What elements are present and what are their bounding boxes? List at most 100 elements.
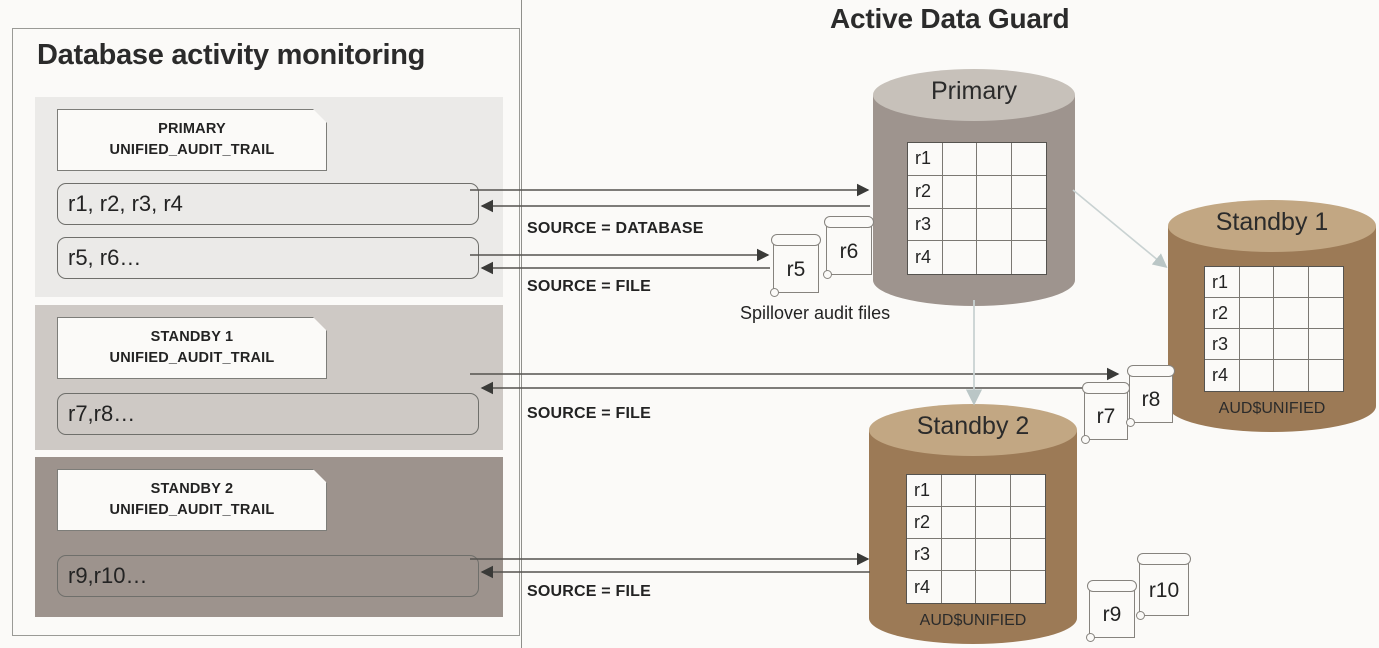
spillover-audit-files-caption: Spillover audit files — [740, 303, 891, 323]
table-cell: r1 — [907, 475, 942, 507]
audit-file-label: r7 — [1096, 405, 1116, 428]
page-title: Database activity monitoring — [37, 39, 426, 71]
table-cell — [977, 143, 1012, 176]
tab-label-primary-line2: UNIFIED_AUDIT_TRAIL — [109, 142, 275, 158]
scroll-corner-icon — [770, 288, 779, 297]
scroll-corner-icon — [1126, 418, 1135, 427]
scroll-corner-icon — [823, 270, 832, 279]
connector-label-standby1-file: SOURCE = FILE — [527, 405, 651, 422]
table-cell — [1010, 507, 1045, 539]
connector-label-standby2-file: SOURCE = FILE — [527, 583, 651, 600]
table-cell — [1308, 267, 1343, 298]
table-cell: r4 — [908, 241, 943, 274]
audit-file-r7: r7 — [1081, 382, 1130, 444]
panel-standby2-audit-trail: STANDBY 2 UNIFIED_AUDIT_TRAIL r9,r10… — [35, 457, 503, 617]
table-cell — [977, 241, 1012, 274]
scroll-curl-icon — [1087, 580, 1137, 592]
row-box-primary-2: r5, r6… — [57, 237, 479, 279]
table-cell: r4 — [1205, 360, 1240, 391]
vertical-divider — [521, 0, 522, 648]
scroll-curl-icon — [1137, 553, 1191, 565]
database-activity-monitoring-panel: Database activity monitoring PRIMARY UNI… — [12, 28, 520, 636]
tab-label-primary-line1: PRIMARY — [158, 120, 226, 137]
panel-primary-audit-trail: PRIMARY UNIFIED_AUDIT_TRAIL r1, r2, r3, … — [35, 97, 503, 297]
row-box-standby1-1: r7,r8… — [57, 393, 479, 435]
connector-label-primary-file: SOURCE = FILE — [527, 278, 651, 295]
table-cell — [977, 175, 1012, 209]
scroll-corner-icon — [1136, 611, 1145, 620]
database-name-primary: Primary — [930, 77, 1018, 105]
table-cell: r2 — [1205, 298, 1240, 329]
scroll-curl-icon — [771, 234, 821, 246]
table-cell — [1274, 298, 1309, 329]
cylinder-top-standby2 — [869, 404, 1077, 456]
audit-file-label: r8 — [1141, 388, 1161, 411]
table-cell: r3 — [907, 539, 942, 571]
table-cell — [1011, 571, 1046, 603]
table-cell — [976, 539, 1011, 571]
table-cell — [942, 175, 977, 209]
scroll-curl-icon — [1082, 382, 1130, 394]
table-cell — [942, 208, 977, 242]
table-cell — [1274, 329, 1309, 360]
tab-label-standby2-line1: STANDBY 2 — [150, 480, 234, 497]
table-cell — [942, 143, 977, 176]
table-grid-standby1: r1 r2 r3 r4 — [1204, 266, 1344, 392]
table-grid-primary: r1 r2 r3 r4 — [907, 142, 1047, 275]
table-cell: r4 — [907, 571, 942, 603]
wire-primary-database — [470, 183, 870, 213]
row-box-primary-1: r1, r2, r3, r4 — [57, 183, 479, 225]
connector-label-primary-database: SOURCE = DATABASE — [527, 220, 704, 237]
database-cylinder-standby1: Standby 1 AUD$UNIFIED r1 r2 r3 r4 — [1168, 200, 1376, 432]
scroll-curl-icon — [824, 216, 874, 228]
database-cylinder-primary: Primary r1 r2 r3 r4 — [873, 69, 1075, 306]
tab-label-standby1-line1: STANDBY 1 — [150, 328, 234, 345]
table-cell — [941, 539, 976, 571]
database-cylinder-standby2: Standby 2 AUD$UNIFIED r1 r2 r3 r4 — [869, 404, 1077, 644]
table-cell — [1012, 241, 1047, 274]
database-name-standby1: Standby 1 — [1215, 208, 1329, 236]
table-cell — [941, 475, 976, 507]
wire-replication-standby1 — [1072, 189, 1168, 269]
table-cell — [976, 475, 1011, 507]
table-cell — [1010, 475, 1045, 507]
table-cell: r1 — [908, 143, 943, 176]
table-cell — [976, 507, 1011, 539]
wire-standby2-file — [470, 552, 870, 579]
table-cell — [1239, 298, 1274, 329]
table-cell — [1011, 209, 1046, 242]
audit-file-r10: r10 — [1136, 553, 1191, 620]
database-footer-standby1: AUD$UNIFIED — [1218, 400, 1326, 417]
tab-label-primary: PRIMARY UNIFIED_AUDIT_TRAIL — [57, 109, 327, 171]
table-cell — [1239, 267, 1274, 298]
scroll-corner-icon — [1081, 435, 1090, 444]
table-cell — [1010, 539, 1045, 571]
cylinder-top-primary — [873, 69, 1075, 121]
cylinder-top-standby1 — [1168, 200, 1376, 252]
table-cell — [1274, 267, 1309, 298]
tab-label-standby1-line2: UNIFIED_AUDIT_TRAIL — [109, 350, 275, 366]
table-cell — [1011, 176, 1046, 209]
table-cell: r3 — [1205, 329, 1240, 360]
scroll-curl-icon — [1127, 365, 1175, 377]
table-cell — [1274, 360, 1309, 391]
table-cell — [1308, 329, 1343, 360]
table-cell — [1239, 329, 1274, 360]
audit-file-r8: r8 — [1126, 365, 1175, 427]
table-cell: r2 — [908, 175, 943, 209]
table-cell — [977, 208, 1012, 242]
audit-file-r9: r9 — [1086, 580, 1137, 642]
table-cell — [942, 571, 976, 603]
audit-file-r6: r6 — [823, 216, 874, 279]
table-cell: r1 — [1205, 267, 1240, 298]
section-title-active-data-guard: Active Data Guard — [830, 3, 1070, 34]
table-cell — [1308, 298, 1343, 329]
table-cell — [1240, 360, 1274, 391]
panel-standby1-audit-trail: STANDBY 1 UNIFIED_AUDIT_TRAIL r7,r8… — [35, 305, 503, 450]
table-grid-standby2: r1 r2 r3 r4 — [906, 474, 1046, 604]
scroll-corner-icon — [1086, 633, 1095, 642]
tab-label-standby2-line2: UNIFIED_AUDIT_TRAIL — [109, 502, 275, 518]
audit-file-label: r10 — [1148, 578, 1180, 602]
tab-label-standby2: STANDBY 2 UNIFIED_AUDIT_TRAIL — [57, 469, 327, 531]
